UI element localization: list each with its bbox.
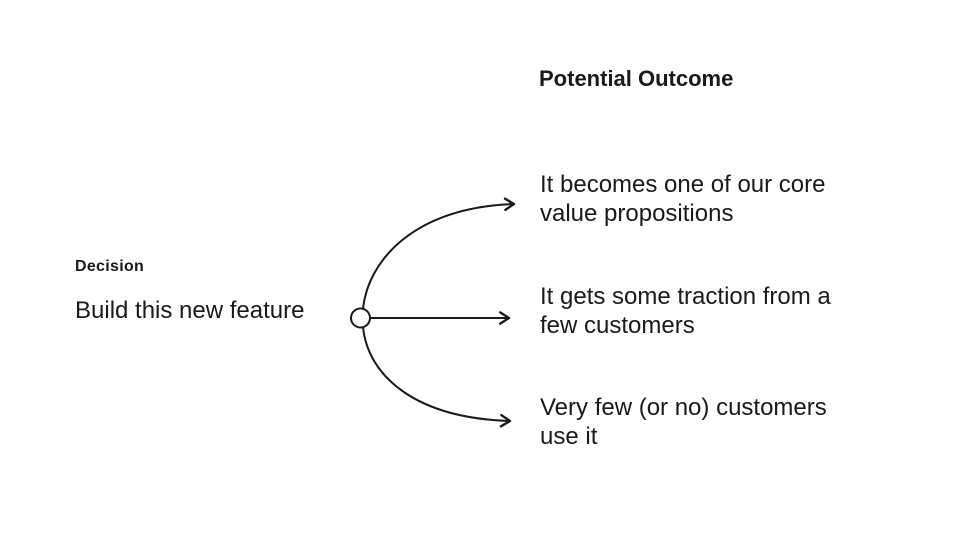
outcome-item-core-value: It becomes one of our core value proposi… [540, 170, 880, 228]
outcome-line: use it [540, 423, 598, 450]
outcome-line: It becomes one of our core [540, 171, 826, 198]
outcome-item-few-customers: Very few (or no) customers use it [540, 393, 880, 451]
branch-arrow-top [362, 197, 516, 310]
decision-node-circle [350, 307, 371, 329]
decision-label: Decision [75, 258, 145, 275]
decision-name: Build this new feature [75, 297, 305, 324]
outcome-line: few customers [540, 312, 695, 339]
outcome-line: Very few (or no) customers [540, 394, 827, 421]
outcome-item-some-traction: It gets some traction from a few custome… [540, 282, 880, 340]
branch-arrow-bottom [362, 326, 512, 428]
outcome-line: It gets some traction from a [540, 283, 831, 310]
outcome-line: value propositions [540, 200, 734, 227]
potential-outcome-header: Potential Outcome [539, 66, 734, 91]
